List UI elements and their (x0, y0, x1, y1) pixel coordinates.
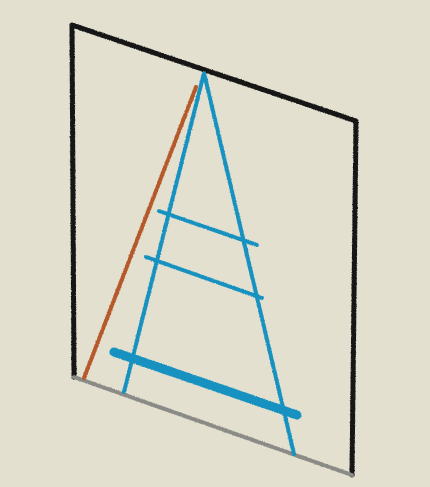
ladder-left-rail (122, 71, 206, 394)
ladder-rung-bottom (109, 347, 302, 420)
ladder-rung-middle (144, 255, 264, 300)
slanted-line (82, 85, 198, 380)
ladder-right-rail (202, 71, 296, 456)
frame-outline (69, 22, 359, 478)
ground-edge (72, 375, 354, 477)
ladder-rung-top (157, 209, 259, 247)
